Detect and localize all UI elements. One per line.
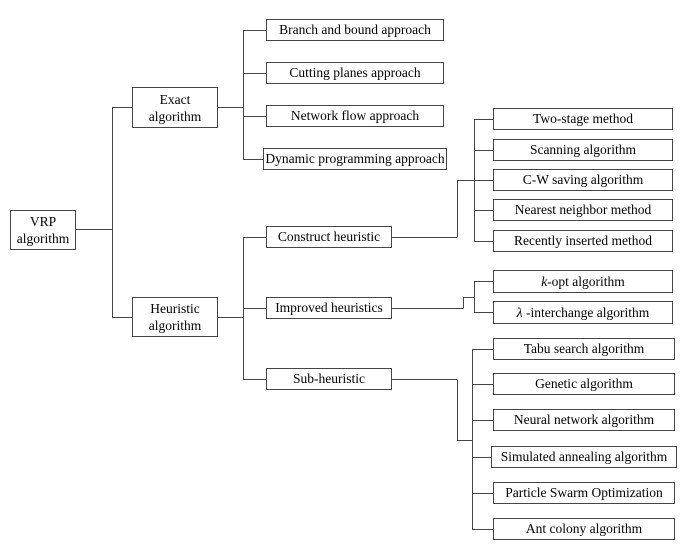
lambda-label: -interchange algorithm <box>522 304 650 320</box>
node-network-flow-approach: Network flow approach <box>266 105 444 127</box>
node-k-opt-algorithm: k-opt algorithm <box>493 270 673 293</box>
node-sub-heuristic: Sub-heuristic <box>266 368 392 390</box>
node-lambda-interchange-algorithm: λ -interchange algorithm <box>493 301 673 324</box>
k-opt-label: -opt algorithm <box>547 273 625 289</box>
node-vrp-algorithm: VRP algorithm <box>10 210 76 250</box>
node-genetic-algorithm: Genetic algorithm <box>493 373 675 395</box>
node-simulated-annealing-algorithm: Simulated annealing algorithm <box>491 446 677 468</box>
node-nearest-neighbor-method: Nearest neighbor method <box>493 199 673 221</box>
node-dynamic-programming-approach: Dynamic programming approach <box>263 148 447 170</box>
node-particle-swarm-optimization: Particle Swarm Optimization <box>493 482 675 504</box>
node-neural-network-algorithm: Neural network algorithm <box>493 409 675 431</box>
node-tabu-search-algorithm: Tabu search algorithm <box>493 338 675 360</box>
node-cw-saving-algorithm: C-W saving algorithm <box>493 169 673 191</box>
node-exact-algorithm: Exact algorithm <box>132 87 218 128</box>
node-scanning-algorithm: Scanning algorithm <box>493 139 673 161</box>
node-improved-heuristics: Improved heuristics <box>266 297 392 319</box>
node-construct-heuristic: Construct heuristic <box>266 226 392 248</box>
node-branch-and-bound-approach: Branch and bound approach <box>266 19 444 41</box>
lambda-italic: λ <box>516 304 523 320</box>
node-recently-inserted-method: Recently inserted method <box>493 230 673 252</box>
node-ant-colony-algorithm: Ant colony algorithm <box>493 518 675 540</box>
node-cutting-planes-approach: Cutting planes approach <box>266 62 444 84</box>
node-two-stage-method: Two-stage method <box>493 108 673 130</box>
node-heuristic-algorithm: Heuristic algorithm <box>132 297 218 337</box>
k-opt-italic-k: k <box>541 273 548 289</box>
